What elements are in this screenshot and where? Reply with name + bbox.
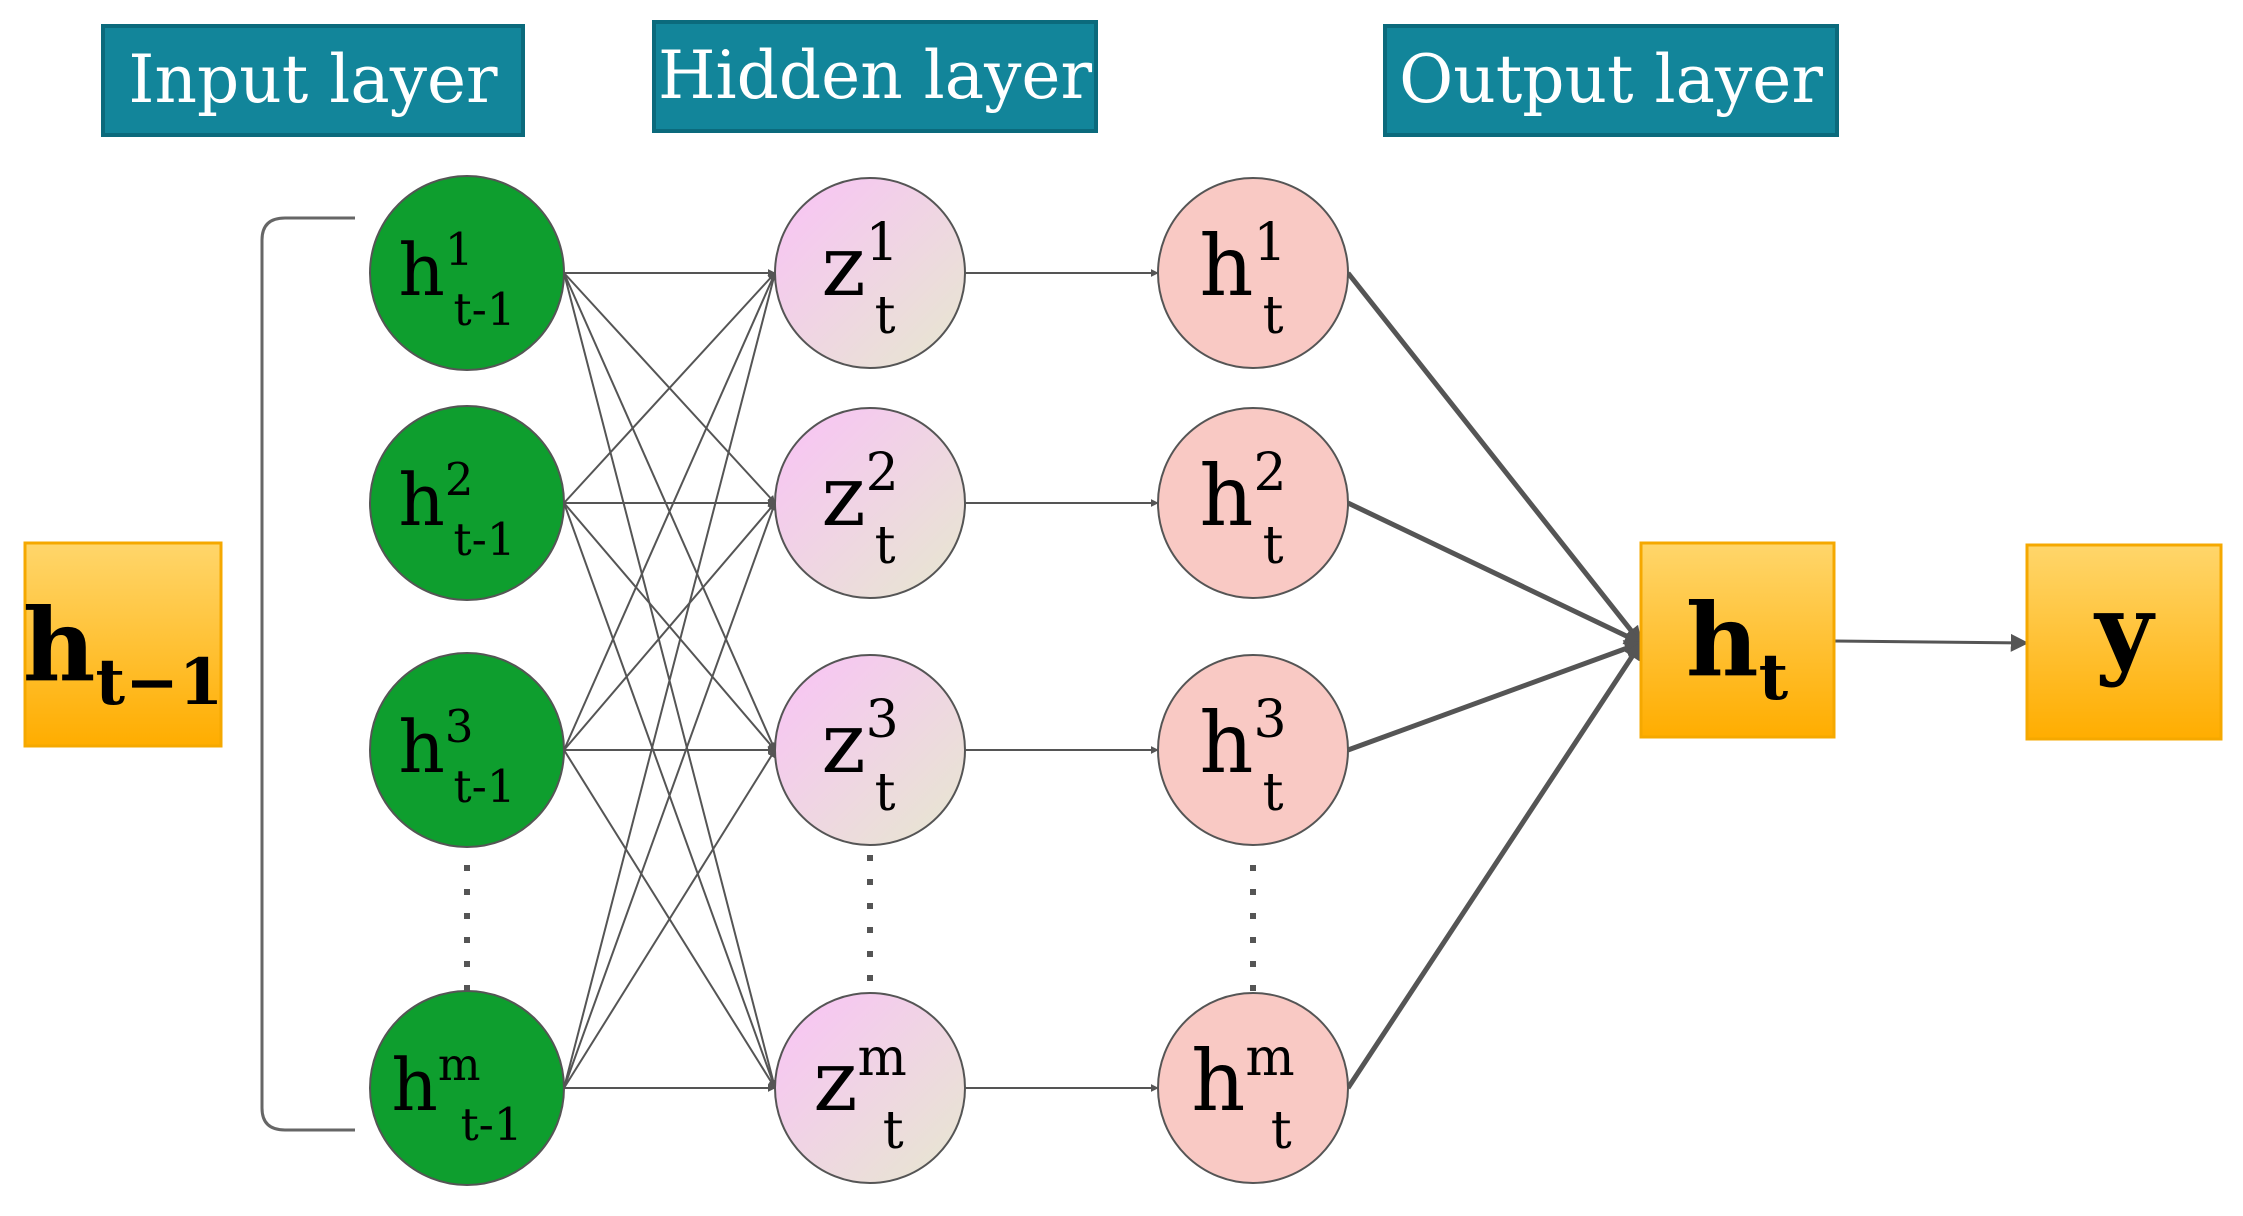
header-hidden-layer: Hidden layer	[652, 20, 1098, 133]
header-input-label: Input layer	[128, 41, 498, 118]
edge-output-2-to-ht	[1346, 500, 1643, 646]
svg-text:h3t: h3t	[1199, 690, 1286, 823]
header-hidden-label: Hidden layer	[658, 37, 1093, 114]
svg-text:z1t: z1t	[821, 213, 898, 346]
edge-input-3-hidden-1	[563, 272, 776, 751]
header-output-layer: Output layer	[1383, 24, 1839, 137]
final-output-label: y	[2093, 571, 2156, 689]
input-bracket	[260, 216, 355, 1132]
edge-input-4-hidden-1	[563, 272, 778, 1089]
edge-input-2-hidden-1	[563, 272, 776, 504]
edge-output-4-to-ht	[1345, 641, 1644, 1090]
input-vector-box: ht−1	[23, 541, 223, 748]
edges	[563, 269, 2029, 1092]
svg-text:h2t-1: h2t-1	[399, 453, 516, 566]
output-vector-box: ht	[1639, 541, 1836, 739]
header-input-layer: Input layer	[101, 24, 525, 137]
svg-text:z3t: z3t	[821, 690, 898, 823]
svg-text:ht: ht	[1686, 581, 1789, 715]
header-output-label: Output layer	[1399, 41, 1823, 118]
edge-input-3-hidden-2	[563, 502, 776, 751]
edge-input-4-hidden-3	[563, 749, 776, 1089]
svg-text:h3t-1: h3t-1	[399, 700, 516, 813]
edge-ht-to-y	[1833, 633, 2029, 652]
svg-text:ht−1: ht−1	[23, 586, 223, 720]
final-output-box: y	[2025, 543, 2223, 741]
edge-input-4-hidden-2	[563, 502, 777, 1089]
svg-text:zmt: zmt	[813, 1028, 907, 1161]
svg-text:h2t: h2t	[1199, 443, 1286, 576]
svg-text:z2t: z2t	[821, 443, 898, 576]
edge-output-3-to-ht	[1347, 640, 1643, 753]
edge-output-1-to-ht	[1346, 271, 1643, 645]
svg-text:h1t-1: h1t-1	[399, 223, 516, 336]
svg-text:hmt: hmt	[1191, 1028, 1294, 1161]
svg-text:hmt-1: hmt-1	[392, 1038, 523, 1151]
svg-text:h1t: h1t	[1199, 213, 1286, 346]
